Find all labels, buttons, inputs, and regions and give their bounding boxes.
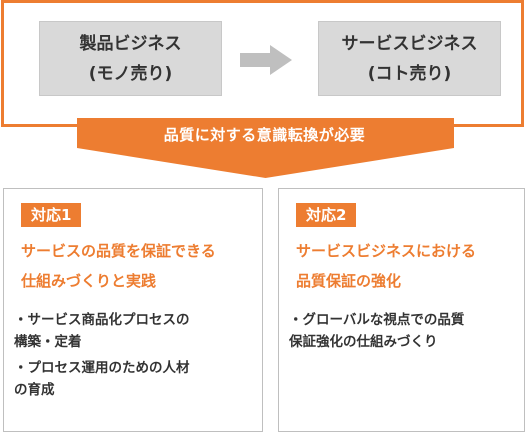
response-heading: サービスの品質を保証できる 仕組みづくりと実践 (21, 236, 258, 296)
heading-line: サービスの品質を保証できる (21, 242, 216, 260)
bullet-item: ・サービス商品化プロセスの 構築・定着 (14, 309, 258, 353)
bullet-line: ・グローバルな視点での品質 (289, 312, 465, 328)
response-panel-2: 対応2 サービスビジネスにおける 品質保証の強化 ・グローバルな視点での品質 保… (278, 188, 525, 432)
right-arrow-icon (240, 45, 292, 75)
bullet-list: ・サービス商品化プロセスの 構築・定着 ・プロセス運用のための人材 の育成 (14, 309, 258, 405)
product-business-title: 製品ビジネス (79, 33, 182, 54)
bullet-line: 保証強化の仕組みづくり (289, 334, 438, 350)
bullet-item: ・グローバルな視点での品質 保証強化の仕組みづくり (289, 309, 520, 353)
bullet-item: ・プロセス運用のための人材 の育成 (14, 357, 258, 401)
down-chevron-banner (77, 118, 454, 178)
bullet-line: の育成 (14, 382, 55, 398)
product-business-box: 製品ビジネス (モノ売り) (39, 21, 222, 96)
response-badge: 対応1 (21, 203, 82, 227)
response-badge: 対応2 (296, 203, 357, 227)
service-business-title: サービスビジネス (341, 33, 478, 54)
response-panel-1: 対応1 サービスの品質を保証できる 仕組みづくりと実践 ・サービス商品化プロセス… (3, 188, 263, 432)
bullet-line: ・プロセス運用のための人材 (14, 360, 190, 376)
bullet-line: ・サービス商品化プロセスの (14, 312, 190, 328)
banner-text: 品質に対する意識転換が必要 (163, 126, 366, 144)
product-business-subtitle: (モノ売り) (88, 63, 173, 84)
heading-line: 仕組みづくりと実践 (21, 272, 157, 290)
bullet-line: 構築・定着 (14, 334, 82, 350)
bullet-list: ・グローバルな視点での品質 保証強化の仕組みづくり (289, 309, 520, 357)
service-business-box: サービスビジネス (コト売り) (318, 21, 501, 96)
heading-line: 品質保証の強化 (296, 272, 402, 290)
response-heading: サービスビジネスにおける 品質保証の強化 (296, 236, 520, 296)
heading-line: サービスビジネスにおける (296, 242, 477, 260)
service-business-subtitle: (コト売り) (367, 63, 452, 84)
